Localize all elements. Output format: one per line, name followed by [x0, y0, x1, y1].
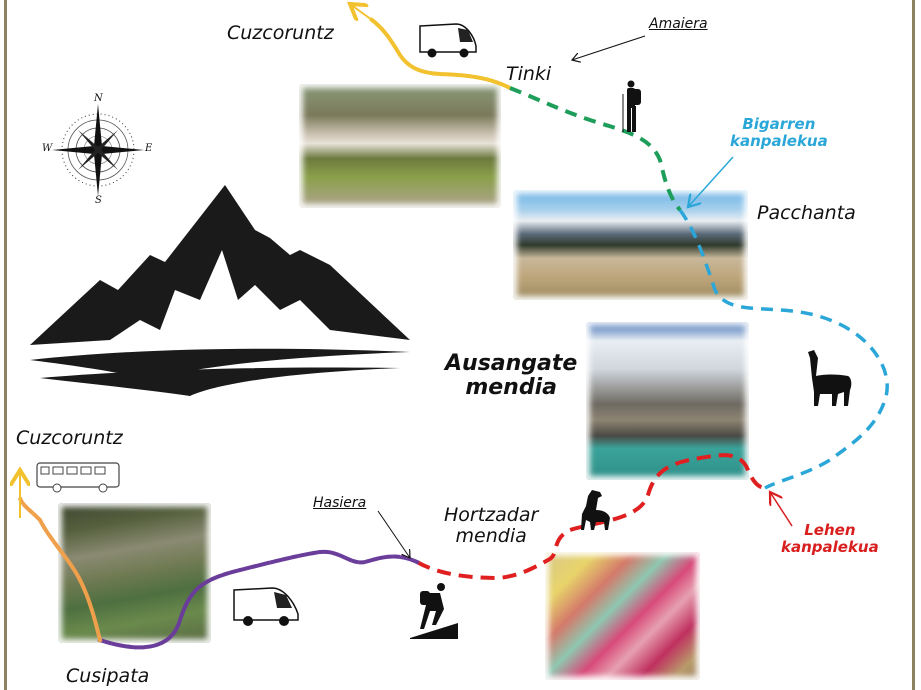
pointer-hasiera [377, 510, 410, 558]
route-trek-day3 [509, 86, 682, 212]
label-ausangate-line1: Ausangate [445, 351, 578, 376]
label-hortzadar-line2: mendia [455, 524, 527, 547]
van-icon-top [419, 23, 477, 58]
label-cuzco-top: Cuzcoruntz [227, 22, 334, 44]
bus-icon [36, 462, 120, 493]
route-transport-to-cuzco-bottom [17, 495, 103, 643]
label-amaiera: Amaiera [649, 16, 708, 32]
compass-e: E [145, 143, 153, 154]
route-transport-to-cuzco-top [369, 17, 513, 91]
label-first-camp-line1: Lehen [804, 521, 856, 539]
compass-n: N [94, 93, 103, 104]
label-first-camp-line2: kanpalekua [781, 537, 879, 556]
photo-cusipata-aerial [58, 503, 211, 643]
photo-tinki-village [299, 84, 501, 208]
route-trek-day1 [416, 453, 766, 581]
photo-pacchanta [513, 190, 748, 300]
compass-s: S [95, 195, 102, 206]
label-tinki: Tinki [506, 63, 552, 85]
photo-rainbow-mountain [545, 552, 700, 680]
van-icon-bottom [233, 587, 299, 626]
compass-w: W [42, 143, 53, 154]
compass-rose-icon [52, 104, 144, 196]
pointer-amaiera [572, 35, 646, 60]
frame-border-right [912, 0, 915, 690]
label-second-camp: Bigarren kanpalekua [730, 116, 828, 149]
label-cusipata: Cusipata [66, 665, 150, 687]
alpaca-icon [581, 490, 610, 530]
mountain-silhouette-icon [30, 185, 410, 396]
label-ausangate-line2: mendia [465, 375, 557, 401]
label-hortzadar: Hortzadar mendia [444, 505, 538, 547]
label-hasiera: Hasiera [313, 495, 367, 511]
route-trek-day2 [678, 208, 889, 490]
hiker-icon [622, 80, 641, 132]
arrow-to-cuzco-top [350, 4, 373, 20]
pointer-first-camp [770, 492, 793, 527]
llama-icon [808, 350, 852, 406]
frame-border-left [4, 0, 7, 690]
label-ausangate: Ausangate mendia [445, 351, 578, 401]
label-cuzco-bottom: Cuzcoruntz [16, 427, 123, 449]
pointer-second-camp [688, 156, 734, 207]
label-first-camp: Lehen kanpalekua [781, 522, 879, 555]
climber-icon [410, 583, 458, 639]
label-second-camp-line1: Bigarren [742, 115, 816, 133]
label-second-camp-line2: kanpalekua [730, 131, 828, 150]
route-van-leg [97, 549, 420, 650]
label-pacchanta: Pacchanta [757, 202, 856, 224]
label-hortzadar-line1: Hortzadar [444, 504, 539, 526]
